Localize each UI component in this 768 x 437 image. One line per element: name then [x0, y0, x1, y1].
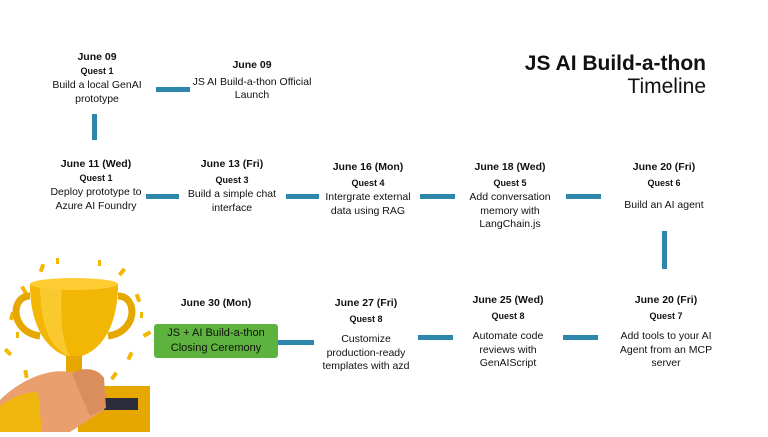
connector-h-5 [566, 194, 601, 199]
milestone-desc: JS + AI Build-a-thon Closing Ceremony [167, 327, 265, 354]
connector-v-2 [662, 231, 667, 269]
milestone-june11: June 11 (Wed) Quest 1 Deploy prototype t… [36, 158, 156, 213]
connector-h-4 [420, 194, 455, 199]
milestone-date: June 18 (Wed) [474, 161, 546, 173]
milestone-desc: Customize production-ready templates wit… [322, 333, 410, 372]
milestone-june09-quest1: June 09 Quest 1 Build a local GenAI prot… [42, 51, 152, 106]
connector-h-7 [418, 335, 453, 340]
connector-h-3 [286, 194, 319, 199]
milestone-quest: Quest 4 [351, 178, 385, 189]
milestone-quest: Quest 6 [647, 178, 681, 189]
milestone-quest: Quest 1 [79, 173, 113, 184]
milestone-desc: Deploy prototype to Azure AI Foundry [50, 186, 142, 212]
connector-h-2 [146, 194, 179, 199]
milestone-quest: Quest 7 [649, 311, 683, 322]
milestone-desc: Build an AI agent [624, 199, 704, 212]
milestone-date: June 30 (Mon) [180, 297, 252, 309]
milestone-desc: Add conversation memory with LangChain.j… [469, 191, 551, 230]
page-title: JS AI Build-a-thon [524, 52, 706, 75]
milestone-desc: Add tools to your AI Agent from an MCP s… [619, 330, 713, 369]
milestone-date: June 11 (Wed) [60, 158, 132, 170]
milestone-june13: June 13 (Fri) Quest 3 Build a simple cha… [180, 158, 284, 215]
closing-ceremony-highlight: JS + AI Build-a-thon Closing Ceremony [154, 324, 278, 358]
milestone-quest: Quest 1 [80, 66, 114, 77]
milestone-desc: Build a simple chat interface [187, 188, 277, 214]
milestone-june16: June 16 (Mon) Quest 4 Intergrate externa… [320, 161, 416, 218]
milestone-june27: June 27 (Fri) Quest 8 Customize producti… [314, 297, 418, 373]
milestone-date: June 27 (Fri) [334, 297, 398, 309]
milestone-date: June 09 [232, 59, 272, 71]
milestone-desc: JS AI Build-a-thon Official Launch [192, 76, 312, 102]
connector-h-6 [278, 340, 314, 345]
milestone-desc: Intergrate external data using RAG [325, 191, 411, 217]
milestone-june20-quest6: June 20 (Fri) Quest 6 Build an AI agent [612, 161, 716, 213]
milestone-june25: June 25 (Wed) Quest 8 Automate code revi… [458, 294, 558, 370]
milestone-june20-quest7: June 20 (Fri) Quest 7 Add tools to your … [614, 294, 718, 370]
milestone-quest: Quest 5 [493, 178, 527, 189]
connector-v-1 [92, 114, 97, 140]
connector-h-1 [156, 87, 190, 92]
page-subtitle: Timeline [627, 75, 706, 98]
milestone-date: June 13 (Fri) [200, 158, 264, 170]
milestone-quest: Quest 8 [491, 311, 525, 322]
trophy-icon [0, 250, 160, 432]
milestone-june09-launch: June 09 JS AI Build-a-thon Official Laun… [192, 59, 312, 102]
milestone-date: June 16 (Mon) [332, 161, 404, 173]
milestone-desc: Build a local GenAI prototype [52, 79, 142, 105]
connector-h-8 [563, 335, 598, 340]
milestone-june30: June 30 (Mon) JS + AI Build-a-thon Closi… [154, 297, 278, 358]
milestone-date: June 09 [77, 51, 117, 63]
milestone-date: June 25 (Wed) [472, 294, 544, 306]
milestone-june18: June 18 (Wed) Quest 5 Add conversation m… [458, 161, 562, 231]
milestone-date: June 20 (Fri) [632, 161, 696, 173]
milestone-quest: Quest 3 [215, 175, 249, 186]
milestone-quest: Quest 8 [349, 314, 383, 325]
milestone-desc: Automate code reviews with GenAIScript [472, 330, 544, 369]
milestone-date: June 20 (Fri) [634, 294, 698, 306]
